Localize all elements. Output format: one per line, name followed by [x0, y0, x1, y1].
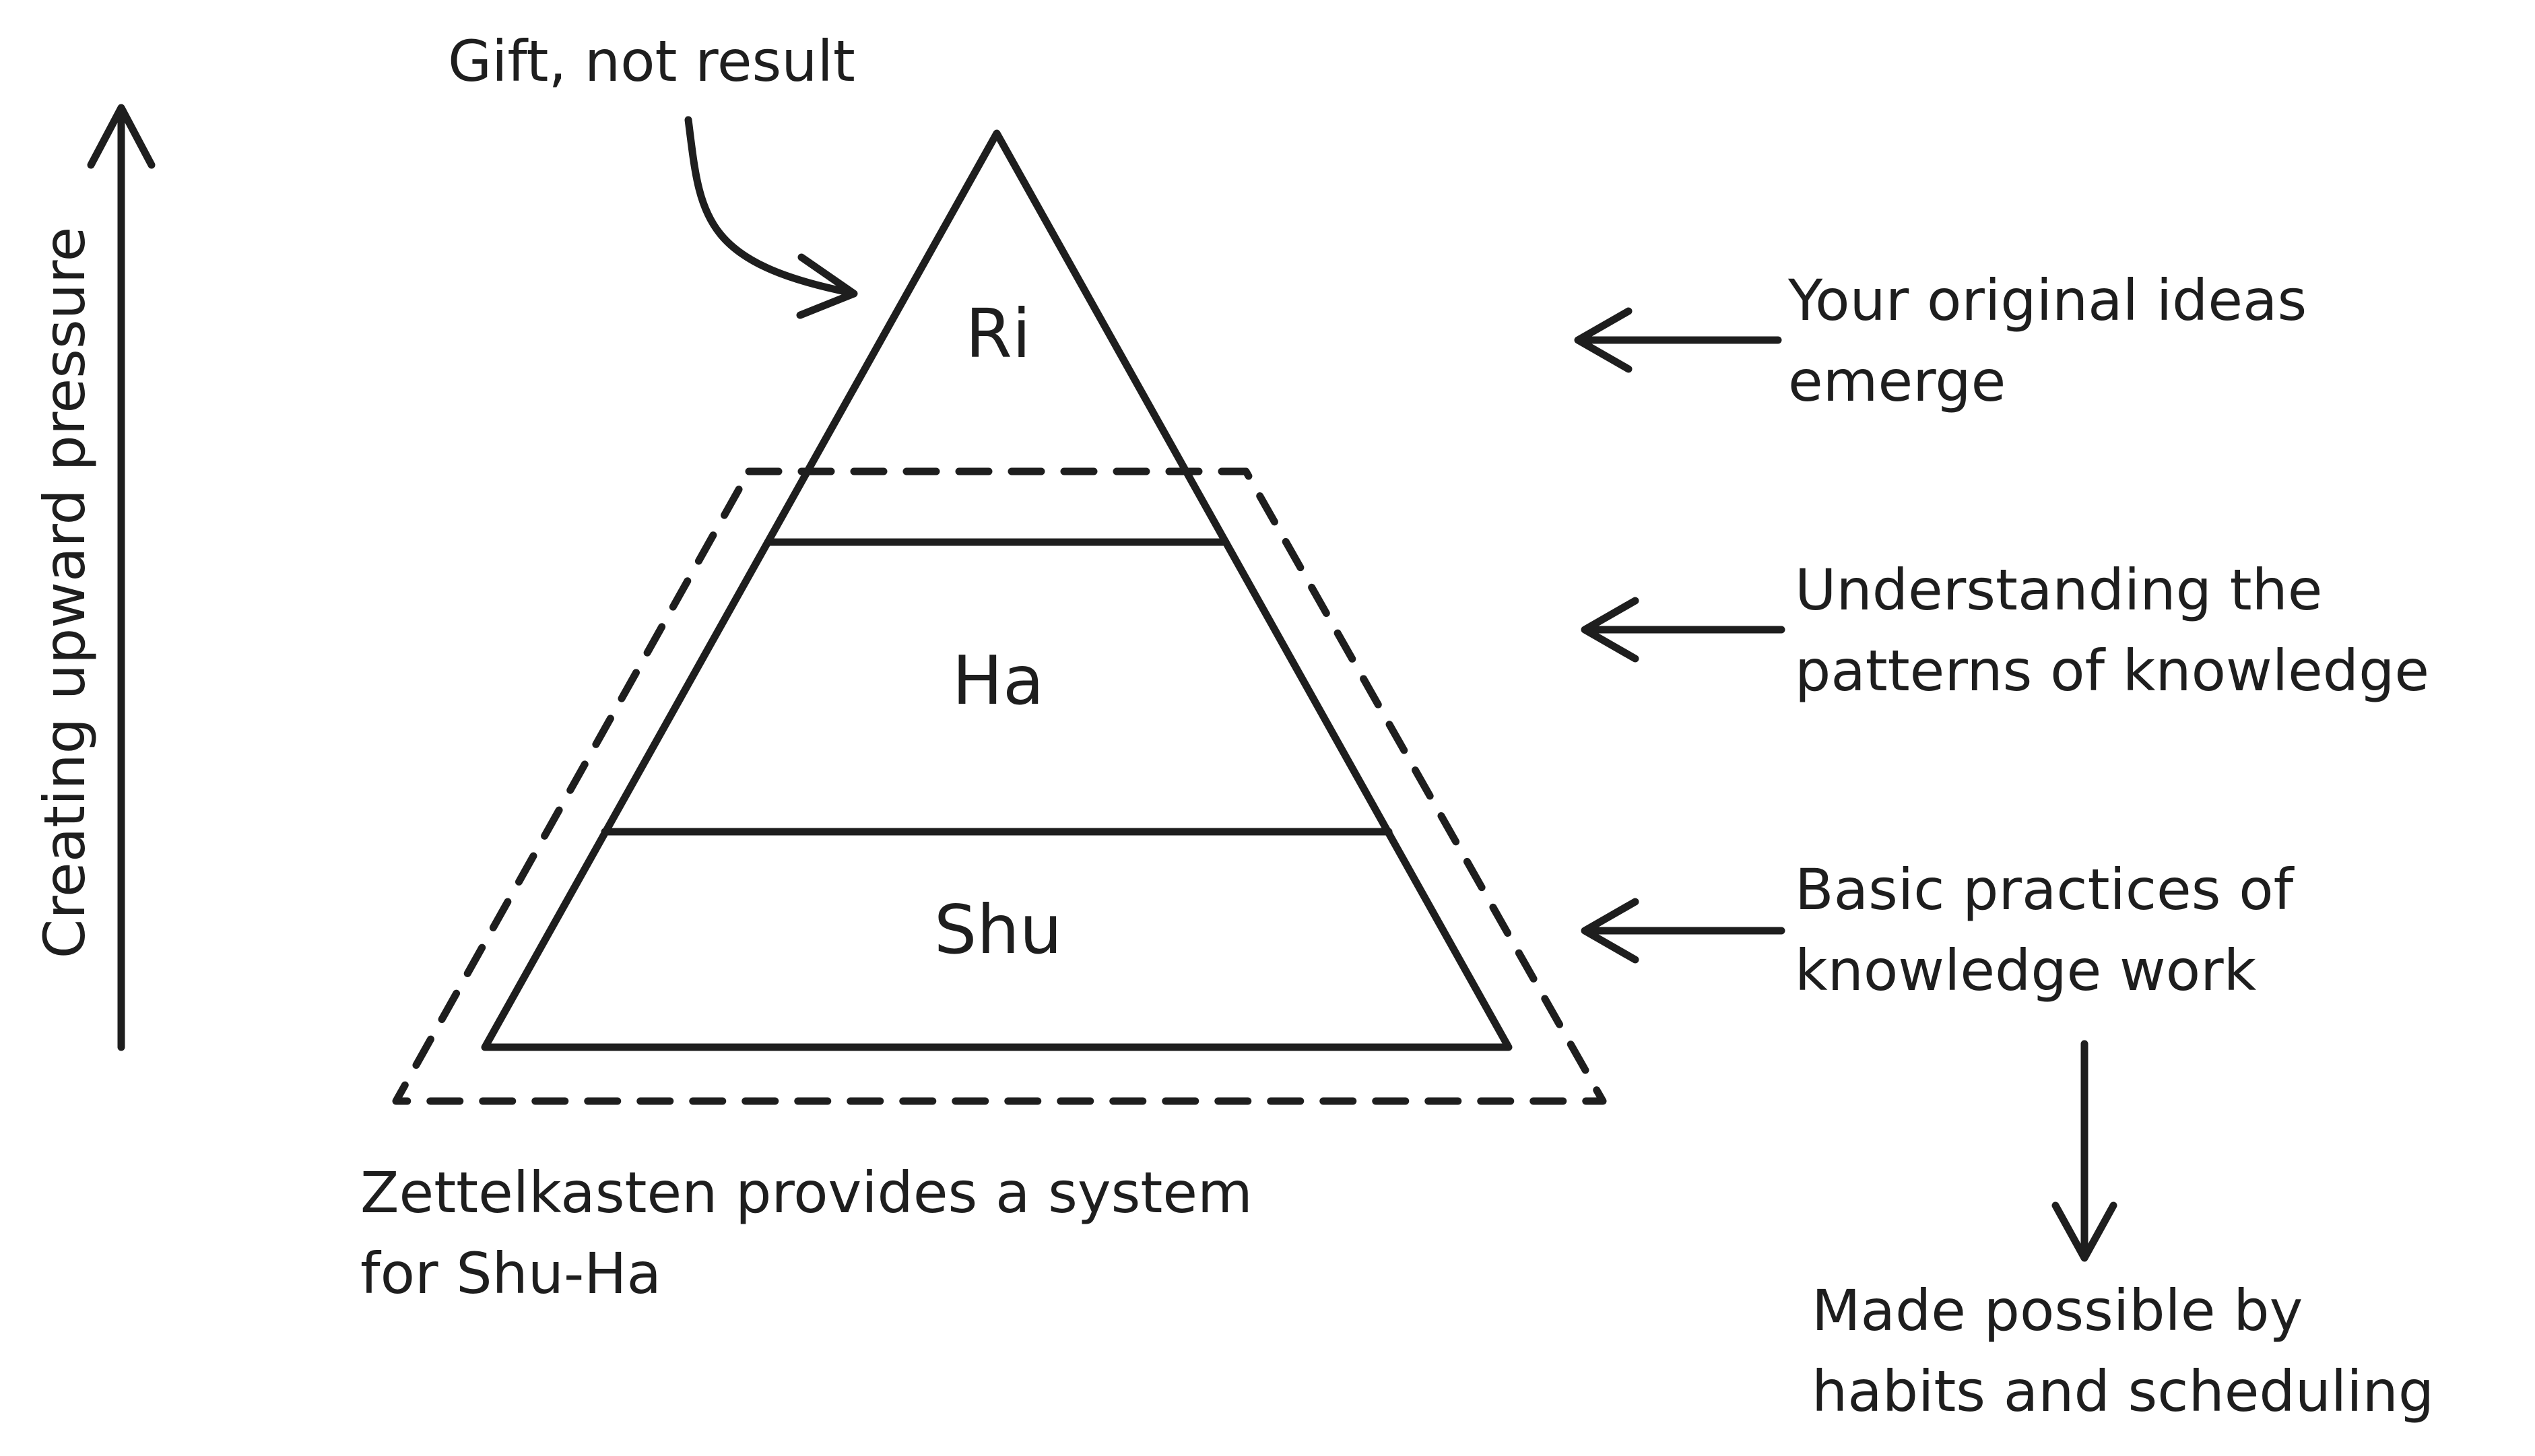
shu-annotation-line-2: knowledge work — [1795, 937, 2257, 1003]
peak-annotation: Gift, not result — [448, 28, 855, 94]
peak-pointer-arrow — [684, 116, 858, 319]
ri-annotation-line-1: Your original ideas — [1787, 267, 2307, 333]
tier-label-ri: Ri — [965, 294, 1030, 373]
zettelkasten-boundary — [392, 467, 1607, 1105]
tier-label-shu: Shu — [934, 890, 1062, 969]
foundation-arrow — [2051, 1040, 2117, 1262]
system-annotation-line-2: for Shu-Ha — [360, 1240, 661, 1306]
ha-pointer-arrow — [1581, 597, 1785, 663]
foundation-annotation-line-2: habits and scheduling — [1812, 1358, 2434, 1424]
ha-annotation-line-2: patterns of knowledge — [1795, 638, 2429, 704]
ri-pointer-arrow — [1574, 307, 1782, 373]
tier-label-ha: Ha — [952, 641, 1044, 720]
shu-annotation-line-1: Basic practices of — [1795, 857, 2295, 923]
ha-annotation-line-1: Understanding the — [1795, 557, 2322, 623]
shu-pointer-arrow — [1581, 898, 1785, 964]
pyramid-outline — [481, 129, 1513, 1051]
axis-label: Creating upward pressure — [32, 227, 98, 959]
upward-pressure-arrow — [87, 104, 156, 1051]
system-annotation-line-1: Zettelkasten provides a system — [360, 1160, 1253, 1226]
ri-annotation-line-2: emerge — [1788, 348, 2006, 414]
foundation-annotation-line-1: Made possible by — [1812, 1278, 2303, 1344]
